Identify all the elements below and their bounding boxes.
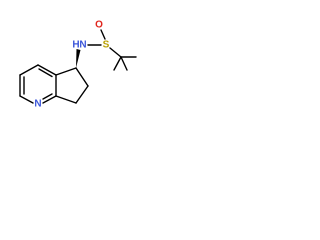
bond-c7-c7a [55, 95, 77, 104]
molecule-canvas: N H N S O [0, 0, 152, 152]
bond-c-methyl-left [113, 56, 122, 71]
bond-c4a-c4 [37, 64, 57, 76]
bond-c6-c7 [75, 85, 89, 104]
oxygen-label: O [95, 20, 103, 31]
bond-n1-c7a [42, 95, 57, 104]
cyclopentane-ring [55, 67, 89, 104]
pyridine-ring [19, 64, 57, 104]
amine-nitrogen-label: N [79, 40, 86, 51]
bond-n1-c7a-double [42, 93, 53, 100]
amine-hydrogen-label: H [72, 40, 79, 51]
bond-c4a-c5 [55, 67, 77, 76]
stereo-wedge-bond [76, 49, 81, 68]
bond-s-o [100, 29, 106, 40]
pyridine-nitrogen-label: N [34, 99, 41, 110]
sulfur-label: S [103, 40, 110, 51]
atom-labels: N H N S O [34, 20, 109, 110]
bond-c4a-c4-double [38, 68, 53, 78]
tert-butylsulfinyl-group [87, 29, 137, 71]
structure-diagram: N H N S O [19, 20, 137, 110]
bond-c4-c3 [19, 64, 39, 76]
bond-s-c-quaternary [109, 47, 122, 58]
bond-c-methyl-down [120, 56, 128, 71]
bond-c2-n1 [19, 95, 34, 104]
bond-c5-c6 [75, 67, 89, 87]
